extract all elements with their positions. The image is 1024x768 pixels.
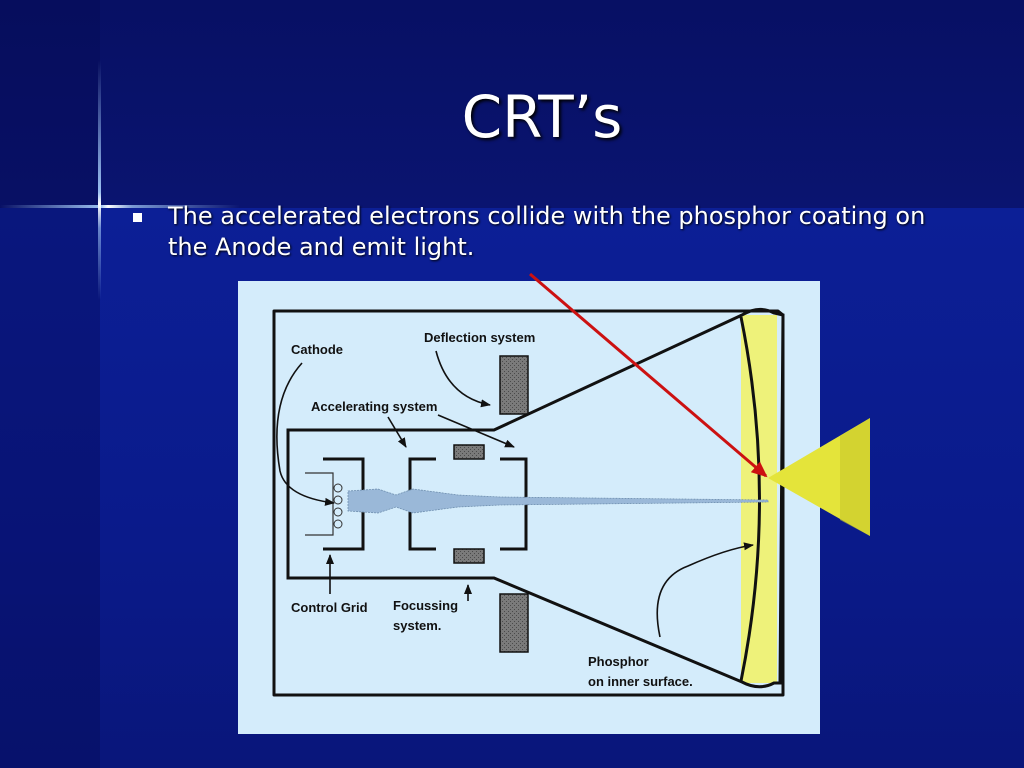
bullet-icon — [133, 213, 142, 222]
electron-beam — [347, 488, 769, 514]
label-accelerating-system: Accelerating system — [311, 399, 437, 414]
crt-diagram-panel: Cathode Deflection system Accelerating s… — [238, 281, 820, 734]
arrow-cathode — [276, 362, 335, 506]
light-flare-horizontal — [0, 205, 240, 208]
label-focussing-2: system. — [393, 618, 441, 633]
bullet-text: The accelerated electrons collide with t… — [168, 202, 926, 261]
slide-left-band — [0, 0, 100, 768]
arrow-accelerating-2 — [437, 414, 515, 448]
label-deflection-system: Deflection system — [424, 330, 535, 345]
slide-title: CRT’s — [461, 83, 623, 151]
arrow-phosphor — [656, 542, 754, 638]
crt-screen-curve — [739, 316, 761, 682]
arrow-deflection — [435, 350, 491, 408]
arrow-accelerating-1 — [387, 416, 407, 448]
crt-neck-outer — [272, 309, 785, 697]
label-focussing-1: Focussing — [393, 598, 458, 613]
vertical-deflection-plate-top — [453, 444, 485, 460]
horizontal-deflection-plate-top — [499, 355, 529, 415]
crt-diagram: Cathode Deflection system Accelerating s… — [272, 308, 785, 697]
label-cathode: Cathode — [291, 342, 343, 357]
label-phosphor-2: on inner surface. — [588, 674, 693, 689]
pointer-arrow-red — [529, 272, 768, 478]
slide-header-background — [0, 0, 1024, 208]
label-phosphor-1: Phosphor — [588, 654, 649, 669]
horizontal-deflection-plate-bottom — [499, 593, 529, 653]
light-flare-vertical — [98, 60, 101, 300]
emitted-light-cone-shade — [840, 418, 870, 536]
label-control-grid: Control Grid — [291, 600, 368, 615]
vertical-deflection-plate-bottom — [453, 548, 485, 564]
